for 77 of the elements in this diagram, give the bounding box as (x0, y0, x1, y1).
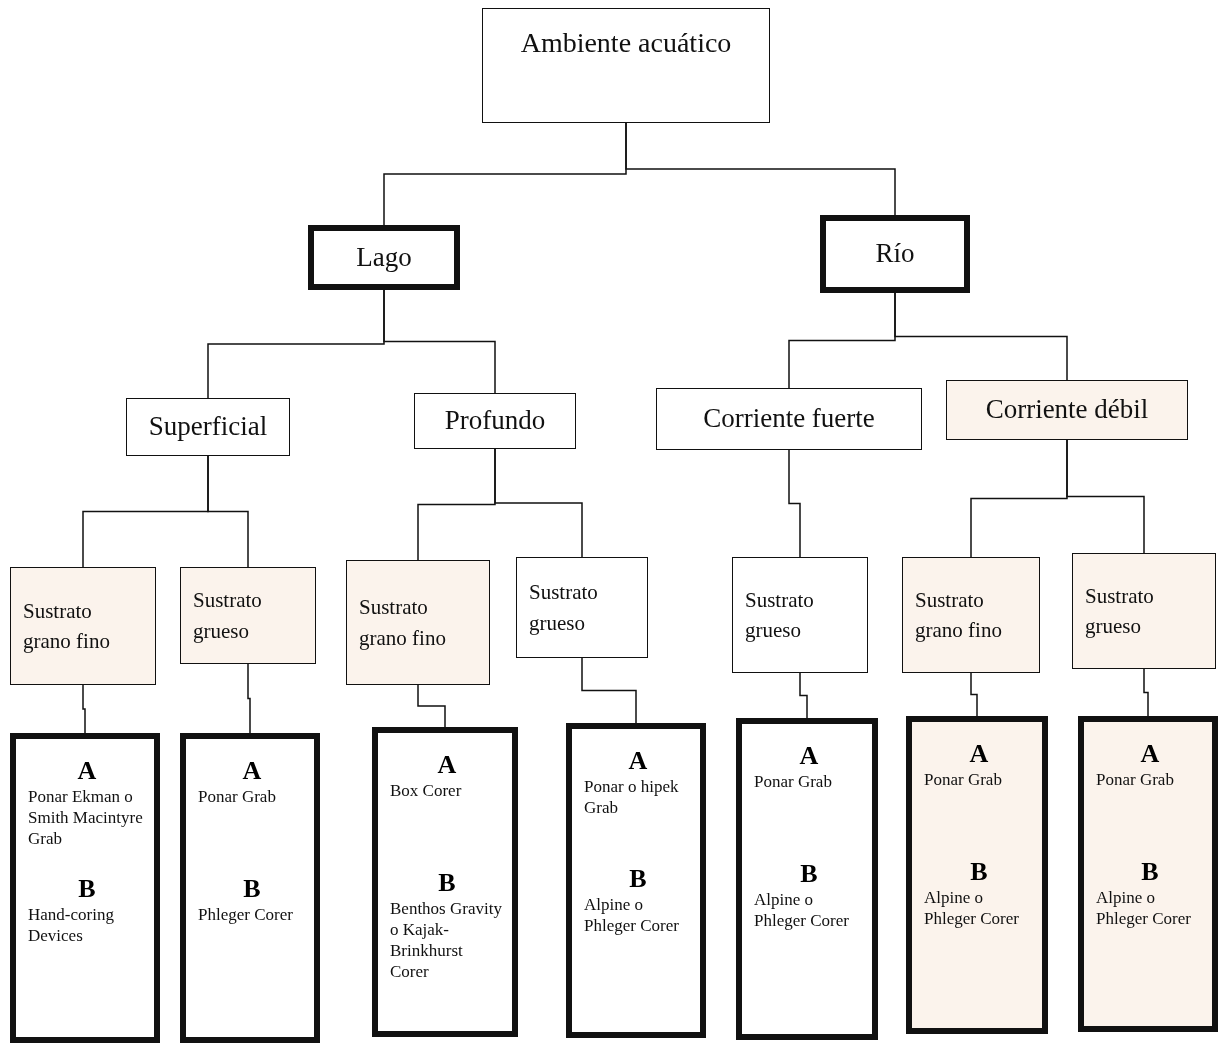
connector-line (1143, 668, 1149, 717)
category-box (482, 8, 770, 123)
node-label: Sustrato grano fino (359, 594, 447, 652)
option-letter: A (77, 757, 97, 786)
sampler-name: Alpine o Phleger Corer (924, 886, 1020, 930)
option-letter: A (1140, 740, 1160, 769)
option-letter: B (78, 875, 96, 904)
sampler-name: Phleger Corer (198, 903, 293, 925)
connector-line (207, 455, 249, 568)
option-letter: B (1141, 858, 1159, 887)
node-label: Sustrato grano fino (23, 597, 111, 655)
node-label: Profundo (444, 404, 546, 438)
sampler-name: Ponar Grab (1096, 768, 1174, 790)
sampler-name: Alpine o Phleger Corer (1096, 886, 1192, 930)
connector-line (625, 122, 896, 216)
connector-line (970, 672, 978, 717)
option-letter: A (969, 740, 989, 769)
node-label: Sustrato grueso (1085, 582, 1155, 640)
sampler-name: Alpine o Phleger Corer (584, 893, 680, 937)
sampler-box (1078, 716, 1218, 1032)
option-letter: B (438, 869, 456, 898)
sampler-name: Benthos Gravity o Kajak-Brinkhurst Corer (390, 897, 503, 983)
sampler-name: Alpine o Phleger Corer (754, 888, 850, 932)
connector-line (894, 292, 1068, 381)
option-letter: B (970, 858, 988, 887)
connector-line (417, 684, 446, 728)
sampler-box (906, 716, 1048, 1034)
category-box (180, 567, 316, 664)
sampler-box (736, 718, 878, 1040)
sampler-box (10, 733, 160, 1043)
sampler-name: Ponar Grab (198, 785, 276, 807)
category-box (516, 557, 648, 658)
node-label: Sustrato grueso (529, 579, 599, 637)
option-letter: A (242, 757, 262, 786)
sampler-name: Box Corer (390, 779, 462, 801)
sampler-box (566, 723, 706, 1038)
node-label: Corriente débil (985, 393, 1149, 427)
option-letter: B (800, 860, 818, 889)
sampler-box (372, 727, 518, 1037)
sampler-name: Ponar Ekman o Smith Macintyre Grab (28, 785, 144, 850)
sampler-name: Ponar Grab (754, 770, 832, 792)
sampler-name: Ponar o hipek Grab (584, 775, 680, 819)
node-label: Corriente fuerte (703, 402, 875, 436)
node-label: Río (875, 237, 915, 271)
category-box (946, 380, 1188, 440)
option-letter: A (799, 742, 819, 771)
category-box (346, 560, 490, 685)
connector-line (247, 663, 251, 734)
option-letter: A (437, 751, 457, 780)
category-box (732, 557, 868, 673)
category-box (902, 557, 1040, 673)
category-box (820, 215, 970, 293)
connector-line (799, 672, 808, 719)
option-letter: A (628, 747, 648, 776)
node-label: Superficial (148, 410, 268, 444)
category-box (1072, 553, 1216, 669)
node-label: Lago (356, 240, 412, 274)
connector-line (82, 684, 86, 734)
node-label: Sustrato grueso (745, 586, 815, 644)
sampler-name: Hand-coring Devices (28, 903, 115, 947)
connector-line (788, 449, 801, 558)
connector-line (581, 657, 637, 724)
category-box (10, 567, 156, 685)
connector-line (383, 289, 496, 394)
connector-line (1066, 439, 1145, 554)
node-label: Sustrato grueso (193, 587, 263, 645)
sampler-name: Ponar Grab (924, 768, 1002, 790)
connector-line (494, 448, 583, 558)
sampler-box (180, 733, 320, 1043)
node-label: Sustrato grano fino (915, 586, 1003, 644)
category-box (414, 393, 576, 449)
category-box (308, 225, 460, 290)
option-letter: B (629, 865, 647, 894)
node-label: Ambiente acuático (520, 26, 732, 60)
option-letter: B (243, 875, 261, 904)
category-box (656, 388, 922, 450)
category-box (126, 398, 290, 456)
